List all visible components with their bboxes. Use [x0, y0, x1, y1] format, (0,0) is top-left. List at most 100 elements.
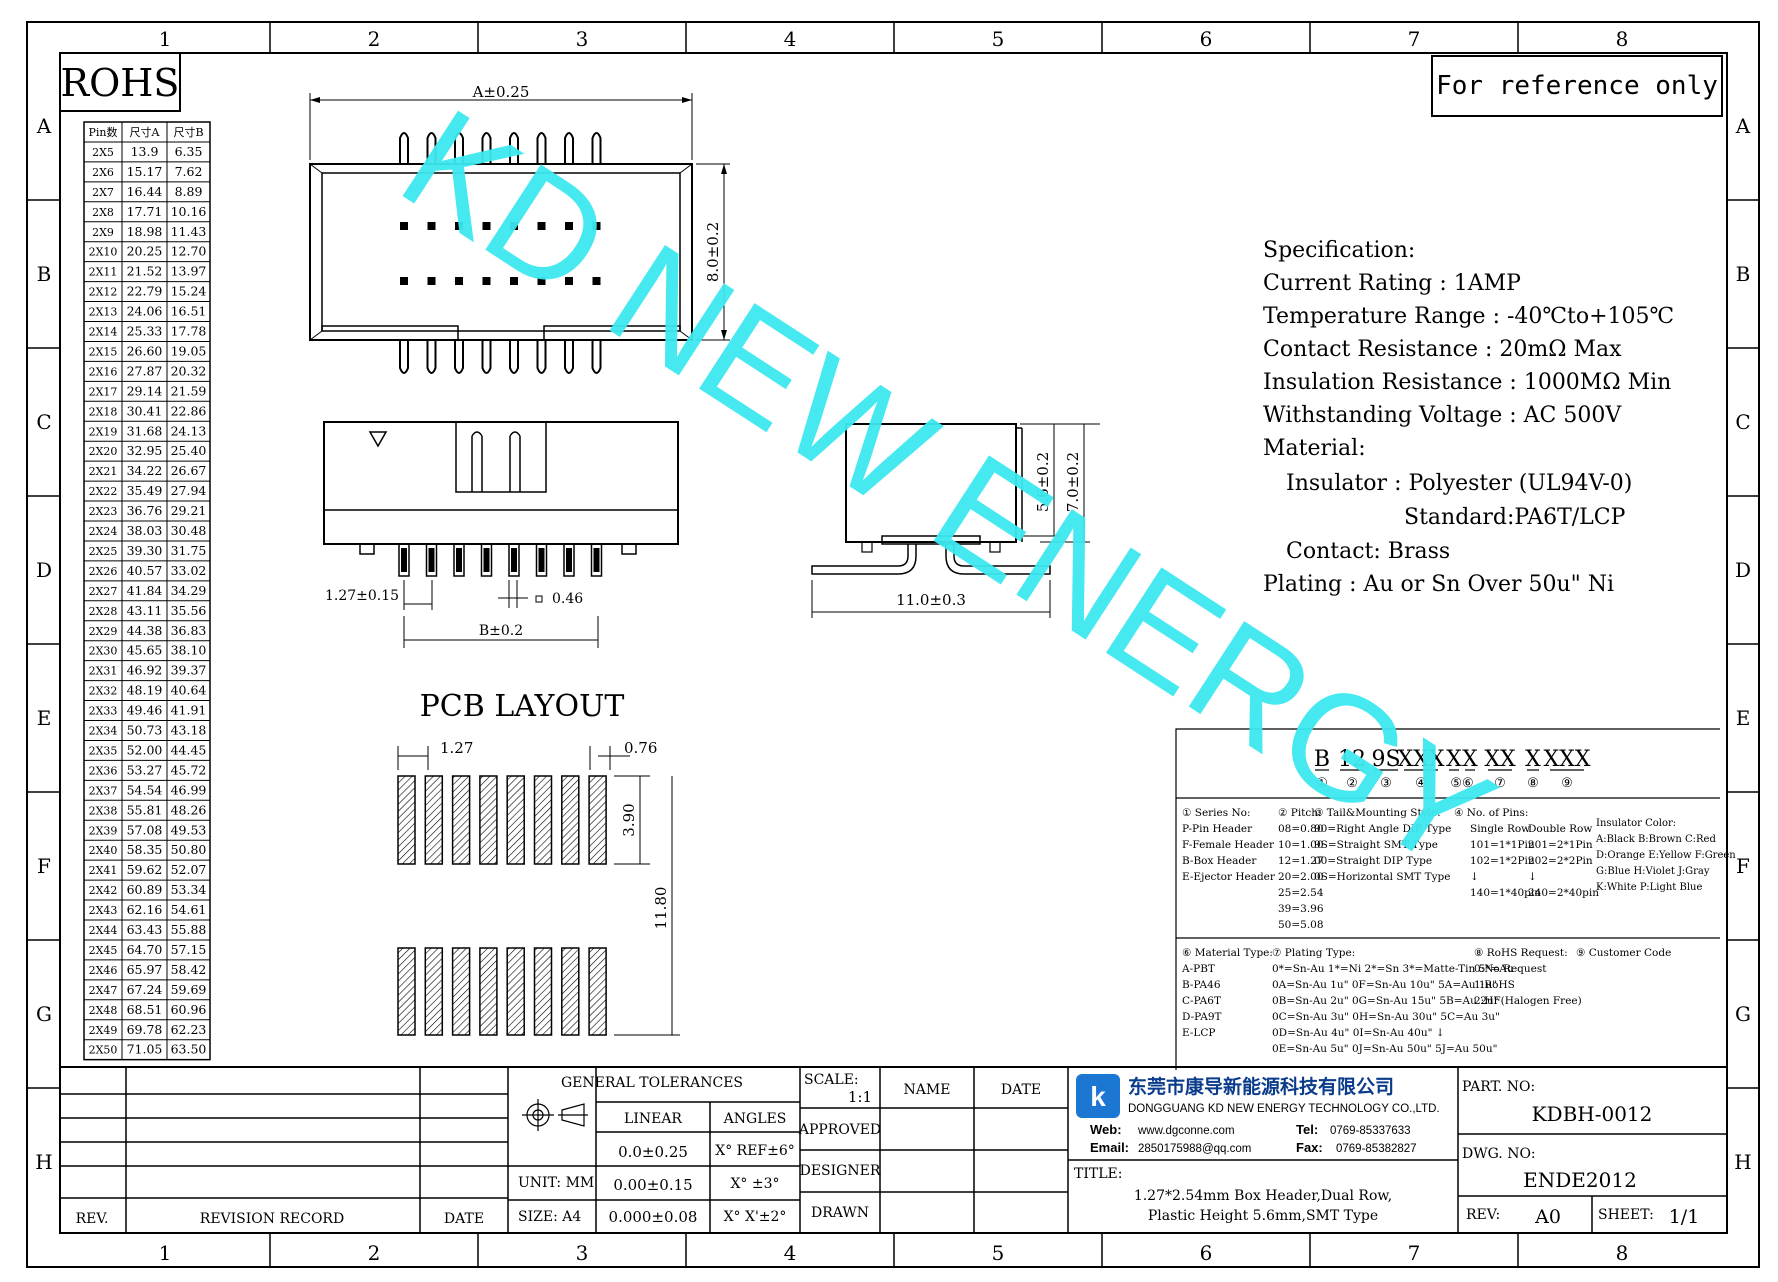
size-table-cell: 24.06	[127, 304, 163, 319]
size-table-cell: 2X36	[89, 764, 118, 777]
spec-line: Withstanding Voltage : AC 500V	[1263, 403, 1622, 428]
part-code-material: D-PA9T	[1182, 1011, 1222, 1023]
part-code-customer: ⑨ Customer Code	[1576, 947, 1671, 959]
size-table-cell: 22.86	[171, 403, 207, 418]
size-table-cell: 52.07	[171, 862, 207, 877]
contact-hole	[565, 222, 573, 230]
size-table-cell: 41.84	[127, 583, 163, 598]
size-table-cell: 48.26	[171, 802, 207, 817]
part-code-series: ① Series No:	[1182, 807, 1251, 819]
top-pin-upper	[426, 132, 437, 164]
size-table-cell: 57.15	[171, 942, 207, 957]
size-table-header: 尺寸B	[173, 125, 203, 139]
spec-line: Current Rating : 1AMP	[1263, 271, 1521, 296]
part-code-marker: ②	[1346, 776, 1358, 791]
column-label-top: 6	[1200, 27, 1213, 51]
size-table-cell: 29.21	[171, 503, 207, 518]
pcb-layout-title: PCB LAYOUT	[420, 689, 625, 724]
size-table-cell: 38.03	[127, 523, 163, 538]
part-code-tail: 0S=Horizontal SMT Type	[1314, 871, 1450, 883]
pcb-pad-bottom	[479, 947, 498, 1036]
tol-angle-2: X° ±3°	[730, 1176, 779, 1192]
size-table-cell: 2X32	[89, 685, 118, 698]
contact-hole	[592, 277, 601, 285]
size-table-cell: 30.41	[127, 403, 163, 418]
size-table-cell: 43.18	[171, 723, 207, 738]
part-no-value: KDBH-0012	[1532, 1102, 1653, 1126]
row-label-left: H	[35, 1150, 52, 1174]
part-code-insulator_color: A:Black B:Brown C:Red	[1595, 834, 1716, 845]
tol-angle-1: X° REF±6°	[715, 1143, 795, 1159]
pcb-pad-width-label: 0.76	[624, 739, 657, 757]
size-table-cell: 2X24	[89, 525, 118, 538]
pcb-pad-bottom	[451, 947, 471, 1036]
pcb-pad-bottom	[424, 947, 444, 1036]
top-pin-upper	[536, 132, 547, 164]
column-label-bottom: 2	[368, 1241, 381, 1265]
size-table-cell: 2X44	[89, 924, 118, 937]
size-table-cell: 16.44	[127, 184, 163, 199]
size-table-cell: 2X8	[92, 206, 114, 219]
row-label-right: B	[1736, 262, 1751, 286]
part-code-plating: 0D=Sn-Au 4u" 0I=Sn-Au 40u" ↓	[1272, 1027, 1445, 1039]
part-code-pins_single: Single Row	[1470, 823, 1530, 835]
title-line-1: 1.27*2.54mm Box Header,Dual Row,	[1134, 1188, 1392, 1204]
size-table-cell: 40.57	[127, 563, 163, 578]
row-label-left: D	[36, 558, 52, 582]
tol-linear-2: 0.00±0.15	[613, 1176, 692, 1194]
angles-label: ANGLES	[723, 1111, 787, 1127]
zone-dividers	[27, 22, 1759, 1267]
side-view	[811, 423, 1100, 618]
size-table-cell: 2X45	[89, 944, 118, 957]
size-table-cell: 6.35	[175, 144, 203, 159]
size-table-cell: 68.51	[127, 1002, 163, 1017]
size-table-cell: 2X47	[89, 984, 118, 997]
contact-hole	[592, 222, 601, 230]
column-label-top: 4	[784, 27, 797, 51]
contact-hole	[427, 277, 436, 285]
contact-hole	[400, 277, 408, 285]
row-label-right: E	[1736, 706, 1751, 730]
size-table-cell: 45.72	[171, 762, 207, 777]
size-table-cell: 63.43	[127, 922, 163, 937]
part-code-pitch: ② Pitch:	[1278, 807, 1322, 819]
size-table-cell: 53.27	[127, 762, 163, 777]
pcb-pad-bottom	[397, 947, 416, 1036]
column-label-bottom: 4	[784, 1241, 797, 1265]
size-table-cell: 2X43	[89, 904, 118, 917]
size-table-cell: 29.14	[127, 383, 163, 398]
size-table-cell: 35.49	[127, 483, 163, 498]
pcb-pitch-label: 1.27	[440, 739, 473, 757]
part-code-segment: X	[1446, 747, 1462, 772]
email-label: Email:	[1090, 1140, 1129, 1155]
size-table-cell: 2X10	[89, 246, 118, 259]
dim-side-70-label: 7.0±0.2	[1064, 452, 1082, 512]
size-table-cell: 2X22	[89, 485, 118, 498]
size-table-cell: 36.76	[127, 503, 163, 518]
size-table-cell: 2X46	[89, 964, 118, 977]
size-table-cell: 18.98	[127, 224, 163, 239]
row-label-left: E	[37, 706, 52, 730]
front-pin-core	[511, 548, 517, 572]
contact-hole	[537, 222, 546, 230]
size-table-cell: 13.97	[171, 264, 207, 279]
size-table-cell: 2X31	[89, 665, 118, 678]
size-table-cell: 2X40	[89, 844, 118, 857]
contact-hole	[455, 222, 463, 230]
first-angle-symbol	[522, 1099, 588, 1131]
row-label-left: F	[37, 854, 51, 878]
column-label-bottom: 5	[992, 1241, 1005, 1265]
top-pin-lower	[399, 340, 409, 374]
rohs-label: ROHS	[61, 61, 180, 105]
size-table-cell: 21.52	[127, 264, 163, 279]
size-table-cell: 53.34	[171, 882, 207, 897]
pcb-pad-top	[451, 775, 471, 865]
size-table-cell: 62.23	[171, 1022, 207, 1037]
spec-line: Temperature Range : -40℃to+105℃	[1263, 304, 1674, 329]
dwg-no-label: DWG. NO:	[1462, 1146, 1536, 1162]
front-pin	[563, 543, 575, 577]
part-code-tail: 00=Straight DIP Type	[1314, 855, 1432, 867]
size-table-cell: 69.78	[127, 1022, 163, 1037]
size-table-cell: 2X27	[89, 585, 118, 598]
pcb-pad-top	[506, 775, 525, 865]
